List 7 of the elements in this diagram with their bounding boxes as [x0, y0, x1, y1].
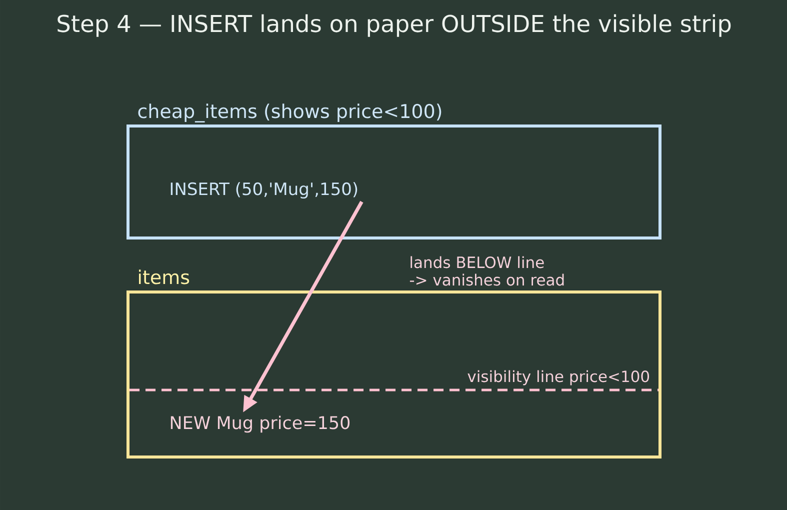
line-label: visibility line price<100 [468, 370, 650, 386]
node-label: items [138, 270, 190, 284]
note-text: lands BELOW line -> vanishes on read [410, 256, 564, 286]
node-label: cheap_items (shows price<100) [138, 104, 442, 122]
row-text: NEW Mug price=150 [170, 416, 350, 433]
title: Step 4 — INSERT lands on paper OUTSIDE the visible strip [58, 14, 731, 37]
sql-statement: INSERT (50,'Mug',150) [170, 182, 358, 199]
